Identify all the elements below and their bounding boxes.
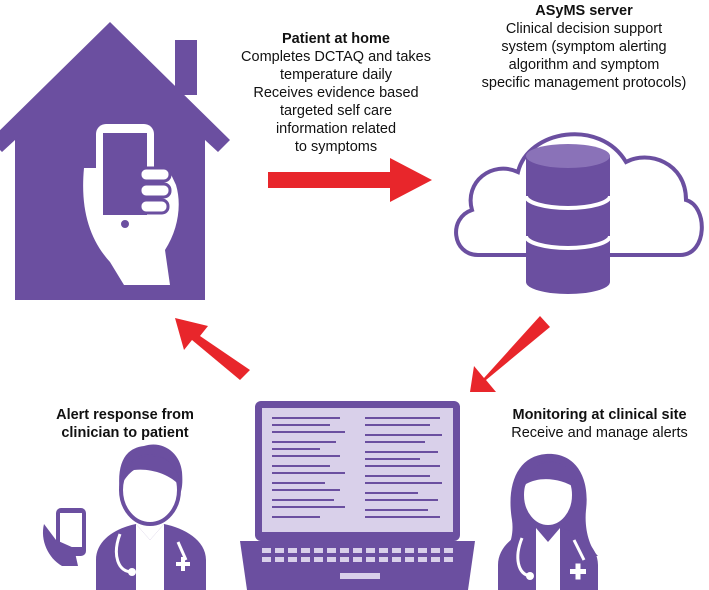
arrow-icon <box>470 316 550 392</box>
arrow-icon <box>175 318 250 380</box>
monitoring-title: Monitoring at clinical site <box>512 407 687 423</box>
patient-home-line: information related <box>275 121 397 137</box>
patient-home-line: Receives evidence based <box>253 85 419 101</box>
patient-home-line: Completes DCTAQ and takes <box>241 49 431 65</box>
server-line: system (symptom alerting <box>501 39 667 55</box>
laptop-icon <box>240 401 475 590</box>
female-clinician-icon <box>498 453 598 590</box>
alert-response-line: Alert response from <box>56 407 194 423</box>
phone-in-hand-icon <box>83 124 179 285</box>
monitoring-line: Receive and manage alerts <box>511 425 688 441</box>
server-line: specific management protocols) <box>481 75 687 91</box>
patient-home-line: to symptoms <box>294 139 378 155</box>
server-line: algorithm and symptom <box>508 57 660 73</box>
alert-response-line: clinician to patient <box>61 425 189 441</box>
server-line: Clinical decision support <box>505 21 663 37</box>
male-clinician-icon <box>96 444 206 590</box>
server-text: ASyMS server Clinical decision support s… <box>460 2 708 92</box>
alert-response-text: Alert response from clinician to patient <box>30 406 220 442</box>
server-title: ASyMS server <box>535 3 633 19</box>
arrow-icon <box>268 158 432 202</box>
patient-home-line: temperature daily <box>279 67 393 83</box>
cloud-icon <box>454 132 704 257</box>
patient-home-line: targeted self care <box>279 103 393 119</box>
database-icon <box>524 144 612 294</box>
patient-home-title: Patient at home <box>282 31 390 47</box>
patient-home-text: Patient at home Completes DCTAQ and take… <box>228 30 444 156</box>
monitoring-text: Monitoring at clinical site Receive and … <box>490 406 709 442</box>
phone-icon <box>42 508 86 566</box>
